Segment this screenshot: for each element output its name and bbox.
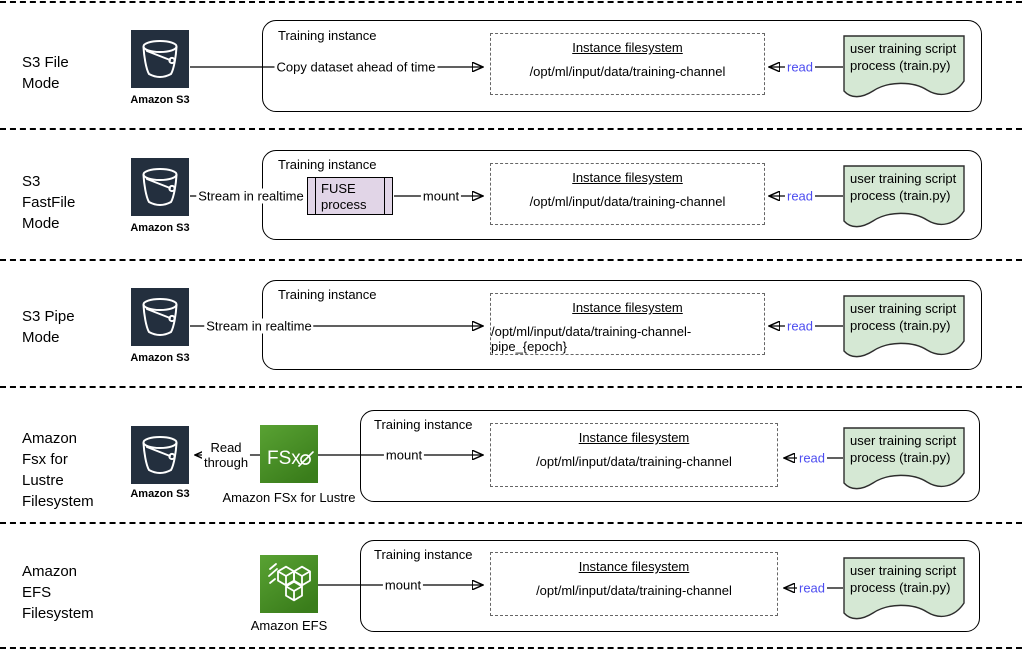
separator-line — [0, 386, 1022, 388]
instance-filesystem-title: Instance filesystem — [572, 300, 683, 315]
filesystem-path: /opt/ml/input/data/training-channel — [529, 64, 726, 79]
edge-label-mount: mount — [420, 188, 462, 204]
row-label-s3-fastfile-mode: S3 FastFile Mode — [22, 173, 76, 232]
edge-label-stream-realtime: Stream in realtime — [204, 318, 314, 334]
edge-label-copy-dataset: Copy dataset ahead of time — [274, 59, 438, 75]
row-label-s3-pipe-mode: S3 Pipe Mode — [22, 308, 75, 346]
instance-filesystem-box: Instance filesystem /opt/ml/input/data/t… — [490, 423, 778, 487]
filesystem-path: /opt/ml/input/data/training-channel — [529, 194, 726, 209]
amazon-s3-caption: Amazon S3 — [130, 222, 190, 234]
row-label-fsx-lustre: Amazon Fsx for Lustre Filesystem — [22, 430, 94, 510]
filesystem-path: /opt/ml/input/data/training-channel — [536, 454, 732, 469]
document-text: user training script process (train.py) — [850, 41, 957, 73]
document-text: user training script process (train.py) — [850, 301, 957, 333]
document-text: user training script process (train.py) — [850, 563, 957, 595]
amazon-efs-caption: Amazon EFS — [250, 618, 328, 633]
fuse-process-label: FUSE process — [321, 181, 367, 212]
training-instance-title: Training instance — [278, 28, 377, 43]
edge-label-read: read — [784, 188, 816, 204]
instance-filesystem-title: Instance filesystem — [572, 170, 683, 185]
row-label-s3-file-mode: S3 File Mode — [22, 54, 69, 92]
instance-filesystem-box: Instance filesystem /opt/ml/input/data/t… — [490, 163, 765, 225]
training-instance-title: Training instance — [278, 157, 377, 172]
training-instance-title: Training instance — [374, 547, 473, 562]
edge-label-read: read — [784, 59, 816, 75]
instance-filesystem-title: Instance filesystem — [578, 559, 690, 574]
instance-filesystem-title: Instance filesystem — [572, 40, 683, 55]
edge-label-mount: mount — [382, 577, 424, 593]
training-instance-title: Training instance — [278, 287, 377, 302]
document-text: user training script process (train.py) — [850, 171, 957, 203]
user-script-document: user training script process (train.py) — [843, 427, 965, 491]
training-instance-title: Training instance — [374, 417, 473, 432]
instance-filesystem-box: Instance filesystem /opt/ml/input/data/t… — [490, 552, 778, 616]
amazon-s3-caption: Amazon S3 — [130, 352, 190, 364]
edge-label-stream-realtime: Stream in realtime — [196, 188, 306, 204]
instance-filesystem-title: Instance filesystem — [578, 430, 690, 445]
user-script-document: user training script process (train.py) — [843, 35, 965, 99]
separator-line — [0, 647, 1022, 649]
row-label-efs: Amazon EFS Filesystem — [22, 563, 94, 622]
document-text: user training script process (train.py) — [850, 433, 957, 465]
instance-filesystem-box: Instance filesystem /opt/ml/input/data/t… — [490, 33, 765, 95]
user-script-document: user training script process (train.py) — [843, 295, 965, 359]
amazon-s3-caption: Amazon S3 — [130, 94, 190, 106]
edge-label-read: read — [796, 580, 828, 596]
amazon-s3-caption: Amazon S3 — [130, 488, 190, 500]
separator-line — [0, 522, 1022, 524]
separator-line — [0, 1, 1022, 3]
user-script-document: user training script process (train.py) — [843, 165, 965, 229]
fuse-process-box: FUSE process — [307, 177, 393, 215]
instance-filesystem-box: Instance filesystem /opt/ml/input/data/t… — [490, 293, 765, 355]
separator-line — [0, 259, 1022, 261]
amazon-fsx-caption: Amazon FSx for Lustre — [222, 490, 356, 505]
filesystem-path: /opt/ml/input/data/training-channel — [536, 583, 732, 598]
separator-line — [0, 128, 1022, 130]
edge-label-read: read — [784, 318, 816, 334]
edge-label-read: read — [796, 450, 828, 466]
edge-label-read-through: Read through — [201, 440, 251, 470]
filesystem-path: /opt/ml/input/data/training-channel-pipe… — [491, 324, 692, 354]
edge-label-mount: mount — [383, 447, 425, 463]
user-script-document: user training script process (train.py) — [843, 557, 965, 621]
